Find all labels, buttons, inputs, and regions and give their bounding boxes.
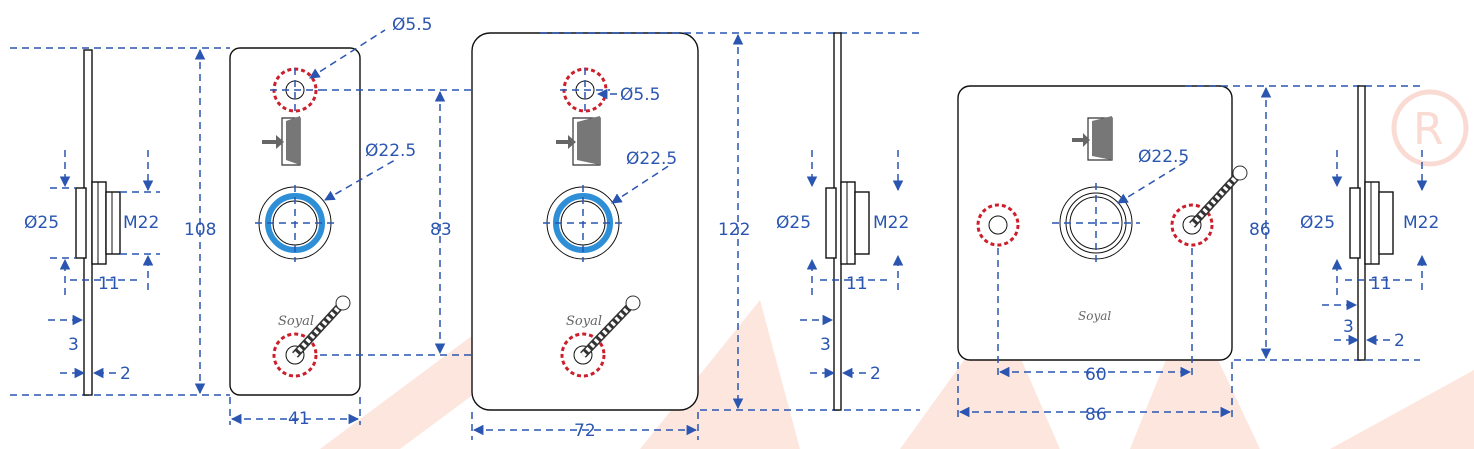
button-22-5-label: Ø22.5 (626, 149, 677, 169)
exit-button (543, 185, 623, 262)
side-view-left: 108 Ø25 M22 11 3 2 (10, 47, 230, 396)
hole-5-5-label: Ø5.5 (392, 15, 432, 35)
height-122-label: 122 (718, 220, 750, 240)
registered-mark-icon: R (1391, 89, 1469, 167)
height-108-label: 108 (184, 220, 216, 240)
length-11-label: 11 (1370, 274, 1392, 294)
spacing-60-label: 60 (1085, 365, 1107, 385)
thread-m22-label: M22 (873, 213, 909, 233)
side-view-right: Ø25 M22 11 3 2 (1300, 85, 1439, 361)
screw-icon (1170, 165, 1248, 247)
side-view-middle: Ø25 M22 11 3 2 (776, 32, 909, 411)
height-83-label: 83 (430, 220, 452, 240)
diameter-25-label: Ø25 (1300, 213, 1335, 233)
diameter-25-label: Ø25 (776, 213, 811, 233)
brand-logo: Soyal (566, 314, 602, 329)
height-86-label: 86 (1249, 220, 1271, 240)
exit-door-icon (556, 116, 601, 166)
thickness-2-label: 2 (120, 364, 131, 384)
screw-hole-top (270, 67, 320, 113)
exit-button (1052, 183, 1140, 263)
button-22-5-label: Ø22.5 (365, 141, 416, 161)
hole-5-5-label: Ø5.5 (620, 85, 660, 105)
width-41-label: 41 (288, 409, 310, 429)
plate-narrow: Ø5.5 Ø22.5 Soyal 41 (229, 15, 432, 429)
exit-button (255, 185, 335, 262)
brand-logo: Soyal (1078, 309, 1111, 323)
length-11-label: 11 (98, 274, 120, 294)
width-86-label: 86 (1085, 405, 1107, 425)
thickness-3-label: 3 (1343, 317, 1354, 337)
exit-door-icon (1072, 116, 1113, 161)
thread-m22-label: M22 (1403, 213, 1439, 233)
width-72-label: 72 (574, 421, 596, 441)
brand-logo: Soyal (278, 314, 314, 329)
svg-text:R: R (1413, 104, 1444, 155)
exit-door-icon (262, 116, 301, 166)
plate-square: Ø22.5 Soyal 60 86 86 (957, 85, 1420, 425)
thread-m22-label: M22 (123, 213, 159, 233)
thickness-3-label: 3 (68, 335, 79, 355)
thickness-3-label: 3 (820, 335, 831, 355)
screw-hole-left (976, 203, 1020, 247)
length-11-label: 11 (846, 274, 868, 294)
screw-icon (272, 295, 351, 378)
screw-icon (560, 295, 641, 378)
diameter-25-label: Ø25 (24, 213, 59, 233)
plate-tall: 83 Ø5.5 Ø22.5 Soyal (430, 32, 920, 441)
thickness-2-label: 2 (870, 364, 881, 384)
thickness-2-label: 2 (1394, 331, 1405, 351)
button-22-5-label: Ø22.5 (1138, 147, 1189, 167)
